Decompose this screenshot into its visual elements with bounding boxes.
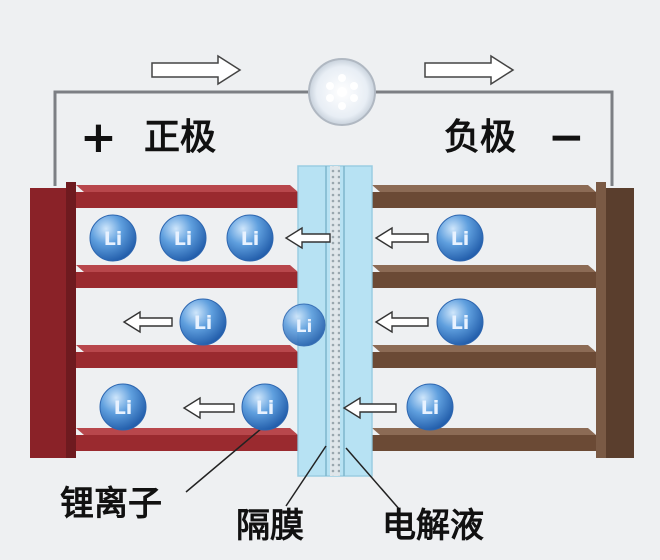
negative-plate	[372, 185, 596, 208]
positive-plate	[76, 428, 298, 451]
negative-plate	[372, 428, 596, 451]
ion-label: Li	[114, 397, 133, 419]
lithium-ion: Li	[159, 214, 207, 262]
ion-arrow-left	[182, 396, 235, 420]
negative-electrode	[372, 182, 634, 458]
lithium-ion: Li	[99, 383, 147, 431]
negative-plate	[372, 265, 596, 288]
ion-caption: 锂离子	[60, 484, 162, 524]
ion-pointer-line	[185, 427, 263, 493]
electrolyte-pointer-line	[345, 447, 401, 511]
positive-plate	[76, 345, 298, 368]
current-arrow-left	[151, 54, 242, 86]
light-bulb-icon	[308, 58, 376, 126]
lithium-ion: Li	[436, 298, 484, 346]
ion-arrow-left	[374, 310, 429, 334]
lithium-ion: Li	[179, 298, 227, 346]
ion-label: Li	[421, 397, 440, 419]
negative-plate	[372, 345, 596, 368]
positive-sign: +	[80, 112, 117, 163]
negative-sign: −	[548, 112, 585, 163]
ion-arrow-left	[284, 226, 331, 250]
current-arrow-right	[424, 54, 515, 86]
circuit-wire	[53, 90, 614, 186]
ion-label: Li	[194, 312, 213, 334]
lithium-ion: Li	[406, 383, 454, 431]
ion-arrow-left	[122, 310, 173, 334]
lithium-ion: Li	[436, 214, 484, 262]
positive-plate	[76, 265, 298, 288]
positive-electrode	[30, 182, 298, 458]
ion-label: Li	[256, 397, 275, 419]
ion-arrow-left	[374, 226, 429, 250]
lithium-ion: Li	[89, 214, 137, 262]
lithium-ion: Li	[241, 383, 289, 431]
ion-label: Li	[104, 228, 123, 250]
ion-label: Li	[241, 228, 260, 250]
ion-arrow-left	[342, 396, 397, 420]
separator-caption: 隔膜	[236, 506, 304, 546]
ion-label: Li	[296, 317, 313, 337]
positive-plate	[76, 185, 298, 208]
lithium-ion: Li	[226, 214, 274, 262]
negative-electrode-label: 负极	[444, 117, 517, 158]
ion-label: Li	[451, 312, 470, 334]
ion-label: Li	[174, 228, 193, 250]
ion-label: Li	[451, 228, 470, 250]
electrolyte-caption: 电解液	[382, 506, 484, 546]
positive-electrode-label: 正极	[144, 117, 217, 158]
lithium-ion: Li	[282, 303, 326, 347]
separator-pointer-line	[285, 445, 327, 507]
